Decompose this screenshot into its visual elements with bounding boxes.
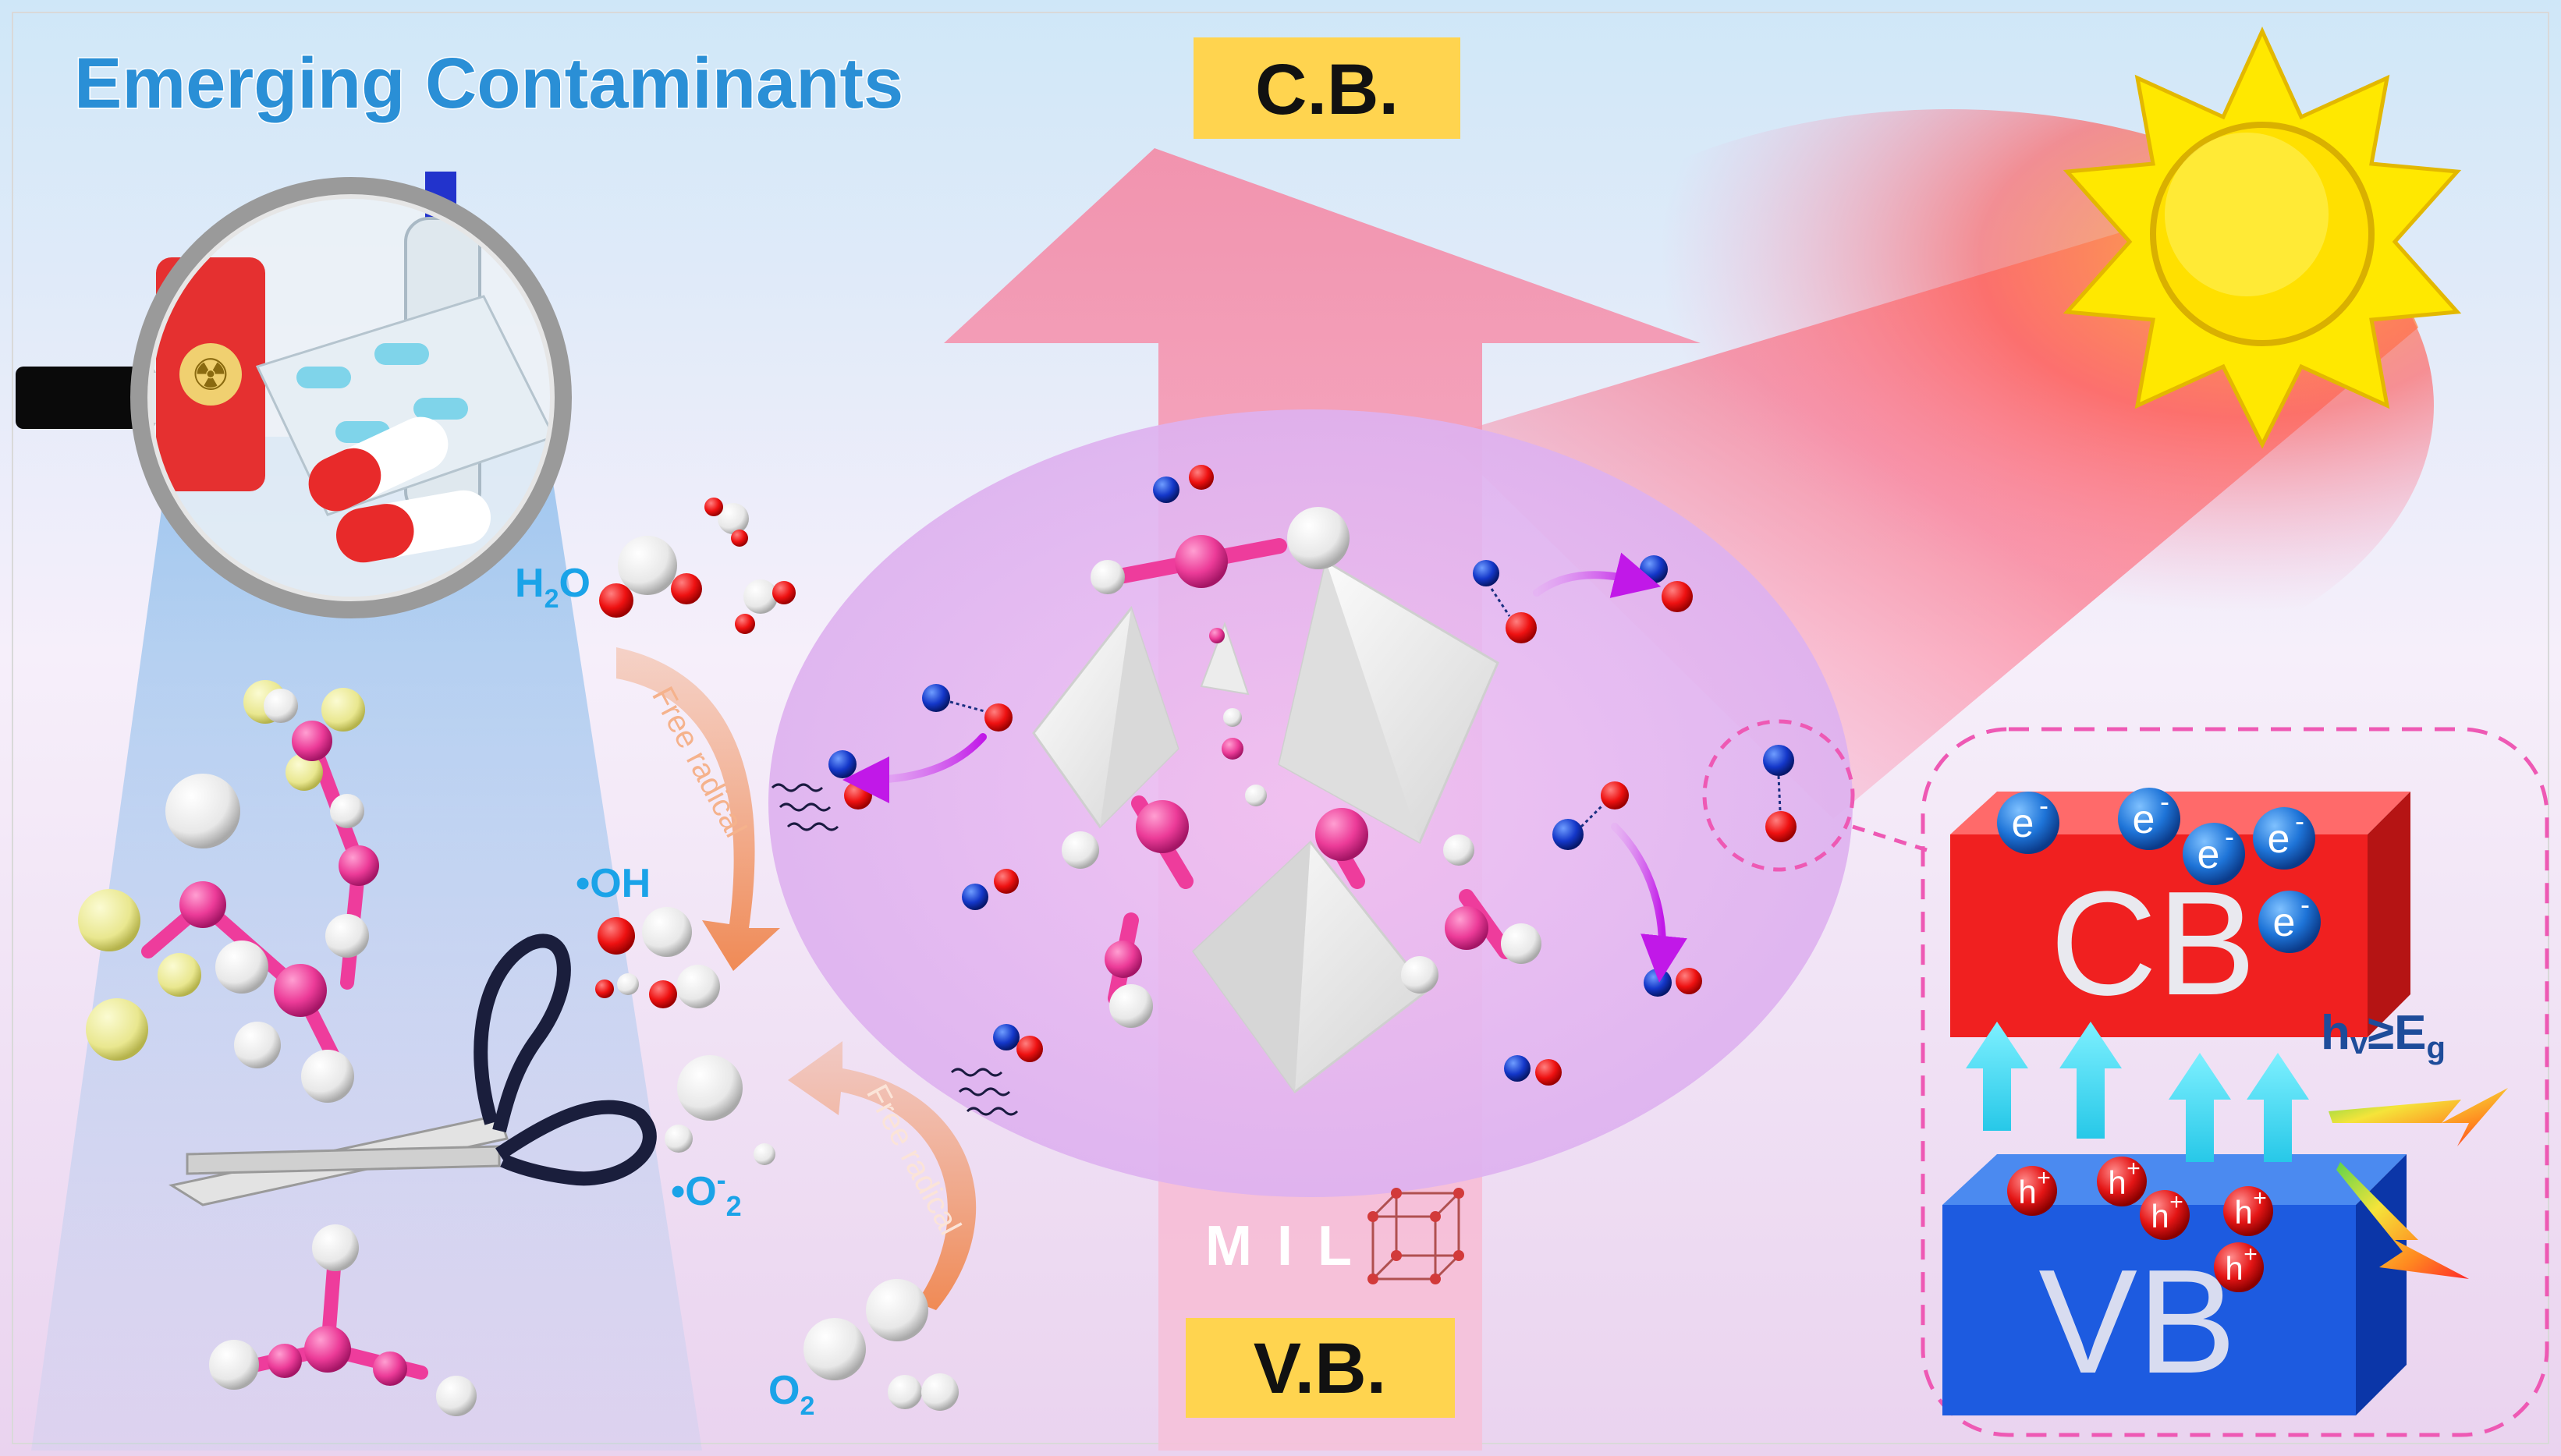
svg-text:e: e [2273,900,2296,945]
free-radical-arrow-top [616,647,780,971]
hydroxyl-radicals [595,907,720,1008]
free-radical-arrow-bottom [788,1041,977,1310]
holes: h+ h+ h+ h+ h+ [2007,1156,2273,1292]
svg-text:h: h [2108,1164,2126,1201]
pollutant-molecule [78,680,477,1416]
oh-label: •OH [576,861,651,906]
hole: h+ [2214,1242,2264,1292]
svg-text:e: e [2268,817,2290,862]
cb-label: C.B. [1255,50,1399,129]
svg-text:h: h [2225,1250,2243,1287]
oxygen-molecules [803,1279,959,1411]
electron: e- [2258,888,2321,953]
wavy-lines [771,783,1019,1116]
vb-label-box: V.B. [1186,1318,1455,1418]
unit-cell-icon [1367,1188,1464,1284]
electron: e- [2183,820,2245,885]
electron: e- [2118,785,2180,850]
svg-text:h: h [2018,1174,2036,1210]
svg-text:e: e [2012,801,2034,846]
svg-text:-: - [2300,888,2310,920]
svg-text:+: + [2037,1165,2051,1191]
vb-text: VB [2038,1239,2236,1405]
svg-text:+: + [2244,1242,2258,1267]
photon-lightning-icon [2329,1088,2508,1279]
electron: e- [2253,805,2315,870]
svg-text:-: - [2039,789,2048,821]
valence-band-block: VB [1942,1154,2407,1415]
title: Emerging Contaminants [74,44,903,123]
sun-icon [2063,26,2462,449]
capsule-icon [308,416,491,563]
h2o-label: H2O [515,561,591,614]
magnifier-icon: ☢ [16,172,572,618]
band-diagram: CB VB e- e- e- e- e- h+ h+ h+ h+ h+ [1921,727,2549,1437]
cb-text: CB [2050,861,2256,1026]
svg-text:h: h [2151,1198,2169,1235]
hole: h+ [2007,1165,2057,1216]
svg-text:☢: ☢ [191,350,230,399]
excitation-condition: hv≥Eg [2321,1006,2446,1065]
cb-label-box: C.B. [1194,37,1460,139]
hole: h+ [2140,1189,2190,1240]
svg-text:-: - [2225,820,2234,852]
superoxide-molecules [665,1055,775,1165]
conduction-band-block: CB [1950,792,2410,1037]
svg-text:-: - [2295,805,2304,837]
mof-structure [1032,507,1541,1094]
svg-text:+: + [2126,1156,2141,1181]
svg-text:+: + [2169,1189,2183,1215]
svg-text:+: + [2253,1185,2267,1211]
hole: h+ [2223,1185,2273,1236]
svg-text:h: h [2234,1194,2252,1231]
mil-label: M I L [1205,1215,1357,1277]
vb-label: V.B. [1254,1329,1386,1408]
svg-text:e: e [2133,797,2155,842]
svg-text:e: e [2197,832,2220,877]
electron: e- [1997,789,2059,854]
svg-text:-: - [2160,785,2169,817]
mof-ellipse [768,409,1853,1197]
water-molecules [599,498,796,634]
hole: h+ [2097,1156,2147,1206]
scissors-icon [168,933,657,1206]
zoom-callout [1702,719,1928,872]
excitation-arrows [1966,1022,2309,1162]
oxygen-label: O2 [768,1368,814,1421]
superoxide-label: •O-2 [671,1164,742,1222]
reaction-arrows [842,552,1687,983]
electrons: e- e- e- e- e- [1997,785,2321,953]
